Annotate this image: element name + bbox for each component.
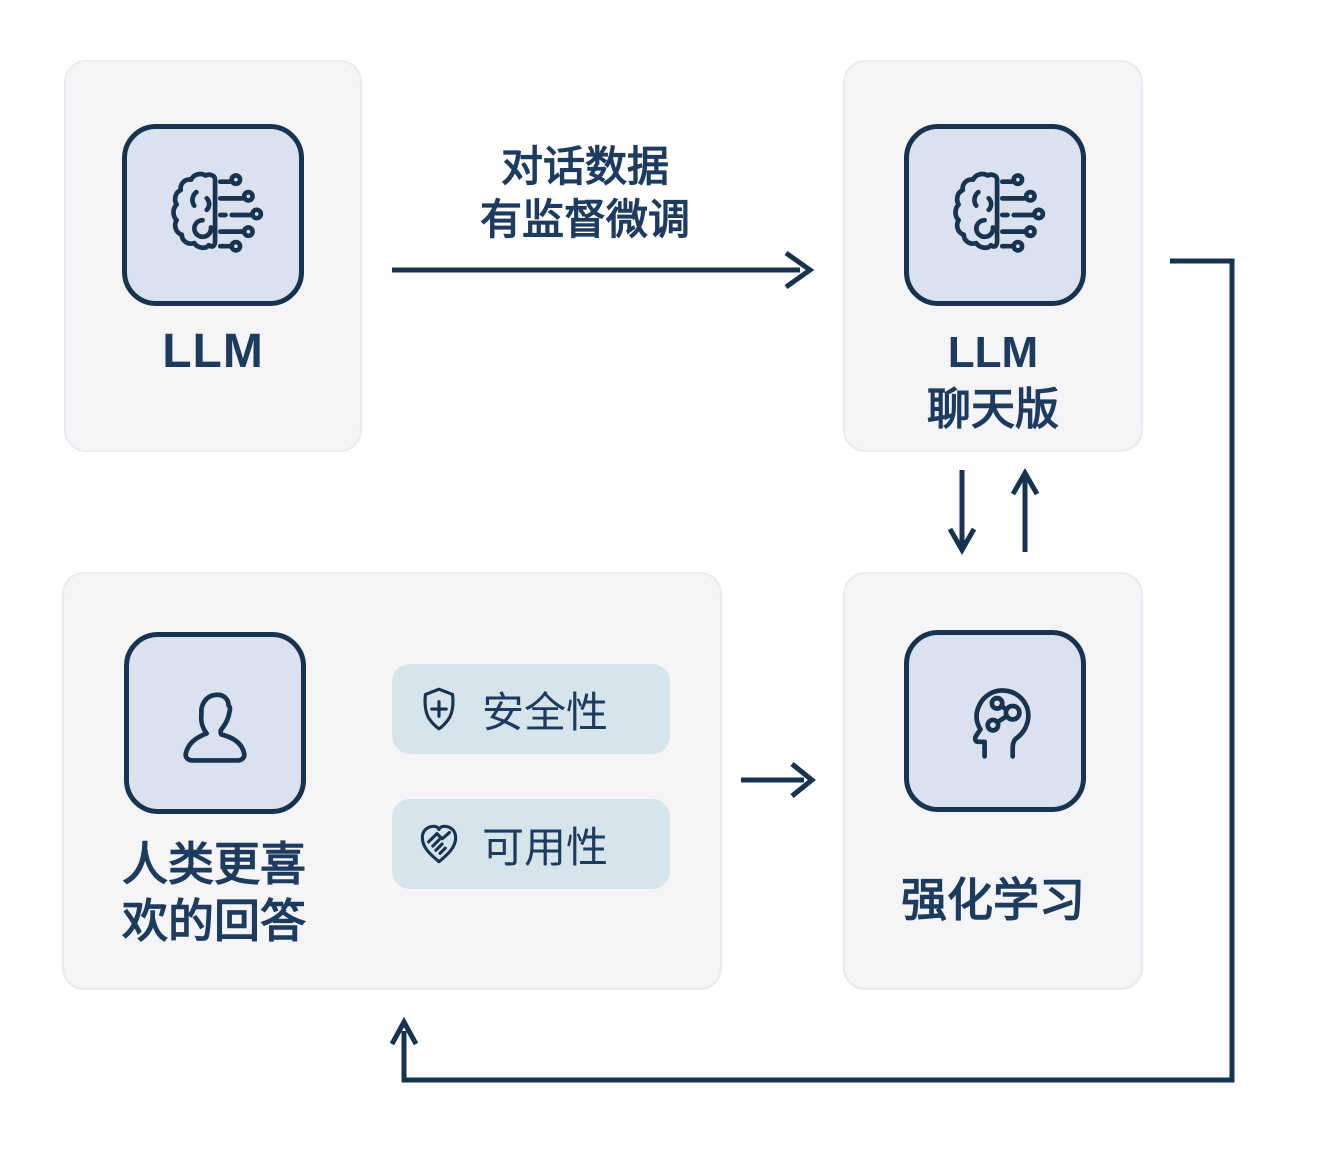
heart-handshake-icon bbox=[420, 824, 458, 864]
human-preference-label-line1: 人类更喜 bbox=[122, 838, 306, 890]
safety-badge: 安全性 bbox=[392, 664, 670, 754]
rl-to-chat-arrow bbox=[1010, 467, 1040, 552]
rl-icon-tile bbox=[904, 630, 1086, 812]
person-icon bbox=[183, 692, 247, 763]
node-card-reinforcement-learning: 强化学习 bbox=[843, 572, 1143, 990]
llm-chat-label-line2: 聊天版 bbox=[927, 385, 1059, 434]
llm-icon-tile bbox=[122, 124, 304, 306]
sft-arrow-label: 对话数据 有监督微调 bbox=[385, 140, 785, 246]
shield-plus-icon bbox=[423, 687, 455, 731]
node-card-human-preference: 人类更喜 欢的回答 安全性 可用性 bbox=[62, 572, 722, 990]
human-icon-tile bbox=[124, 632, 306, 814]
llm-chat-icon-tile bbox=[904, 124, 1086, 306]
usability-badge-label: 可用性 bbox=[482, 823, 609, 871]
sft-arrow bbox=[392, 250, 815, 290]
brain-circuit-icon bbox=[171, 171, 264, 253]
sft-arrow-label-line1: 对话数据 bbox=[500, 143, 669, 190]
node-card-llm-chat: LLM 聊天版 bbox=[843, 60, 1143, 452]
sft-arrow-label-line2: 有监督微调 bbox=[479, 196, 690, 243]
brain-circuit-icon bbox=[953, 171, 1046, 253]
llm-label: LLM bbox=[162, 325, 264, 378]
usability-badge: 可用性 bbox=[392, 799, 670, 889]
safety-badge-label: 安全性 bbox=[482, 688, 609, 736]
human-to-rl-arrow bbox=[741, 762, 817, 798]
reinforcement-learning-label: 强化学习 bbox=[901, 874, 1085, 926]
llm-chat-label: LLM 聊天版 bbox=[845, 324, 1141, 438]
chat-to-rl-arrow bbox=[947, 470, 977, 556]
head-network-icon bbox=[972, 688, 1031, 759]
human-preference-label: 人类更喜 欢的回答 bbox=[122, 836, 306, 950]
node-card-llm: LLM bbox=[64, 60, 362, 452]
llm-chat-label-line1: LLM bbox=[947, 328, 1039, 377]
human-preference-label-line2: 欢的回答 bbox=[122, 895, 306, 947]
